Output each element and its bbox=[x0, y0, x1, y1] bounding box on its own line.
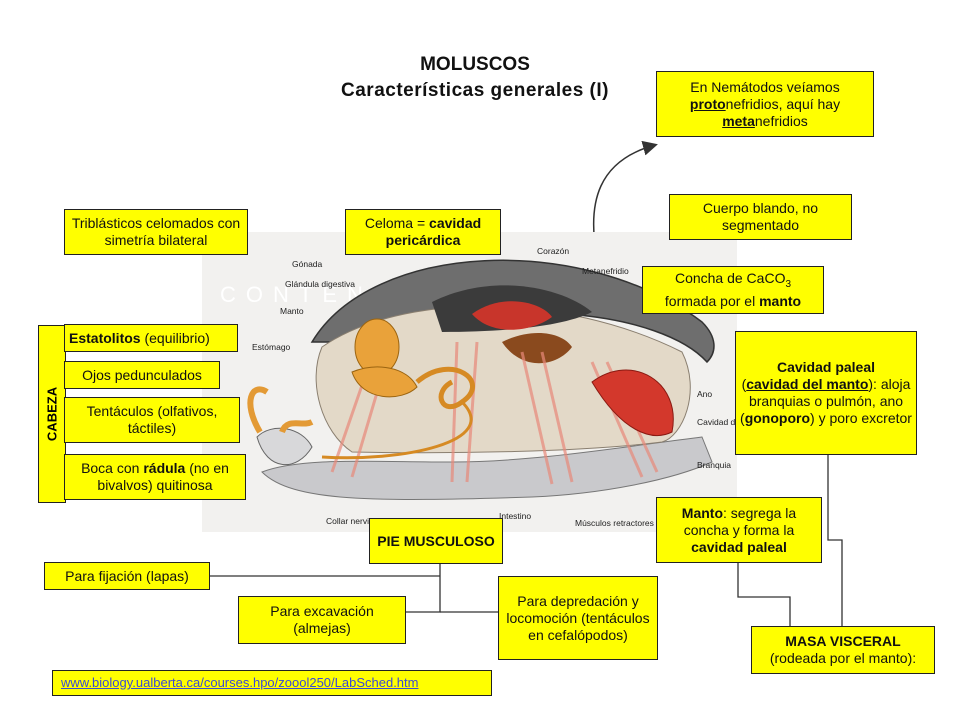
kidney-shape bbox=[502, 332, 572, 364]
branch-manto bbox=[737, 563, 791, 626]
source-link[interactable]: www.biology.ualberta.ca/courses.hpo/zooo… bbox=[52, 670, 492, 696]
box-estatolitos: Estatolitos (equilibrio) bbox=[64, 324, 238, 352]
box-depredacion: Para depredación y locomoción (tentáculo… bbox=[498, 576, 658, 660]
diagram-title: MOLUSCOS Características generales (I) bbox=[240, 52, 710, 104]
box-fijacion: Para fijación (lapas) bbox=[44, 562, 210, 590]
box-tentaculos: Tentáculos (olfativos, táctiles) bbox=[64, 397, 240, 443]
box-nematodos: En Nemátodos veíamos protonefridios, aqu… bbox=[656, 71, 874, 137]
gill-shape bbox=[591, 369, 674, 436]
heart-shape bbox=[472, 301, 552, 330]
box-cavidad-paleal: Cavidad paleal (cavidad del manto): aloj… bbox=[735, 331, 917, 455]
label-ano: Ano bbox=[697, 389, 712, 399]
box-ojos: Ojos pedunculados bbox=[64, 361, 220, 389]
box-cuerpo: Cuerpo blando, no segmentado bbox=[669, 194, 852, 240]
head-shape bbox=[256, 427, 313, 465]
tentacle-1 bbox=[247, 386, 269, 434]
cabeza-label: CABEZA bbox=[38, 325, 66, 503]
label-corazon: Corazón bbox=[537, 246, 569, 256]
label-cavidad: Cavidad del manto bbox=[697, 417, 737, 427]
label-collar: Collar nervioso bbox=[326, 516, 383, 526]
stomach-shape bbox=[351, 366, 418, 398]
label-intestino: Intestino bbox=[499, 511, 531, 521]
box-triblasticos: Triblásticos celomados con simetría bila… bbox=[64, 209, 248, 255]
box-celoma: Celoma = cavidad pericárdica bbox=[345, 209, 501, 255]
box-manto: Manto: segrega la concha y forma la cavi… bbox=[656, 497, 822, 563]
foot-shape bbox=[261, 436, 713, 500]
tentacle-2 bbox=[279, 419, 314, 434]
label-manto: Manto bbox=[280, 306, 304, 316]
title-line-2: Características generales (I) bbox=[341, 80, 609, 101]
label-metanefridio: Metanefridio bbox=[582, 266, 629, 276]
box-pie: PIE MUSCULOSO bbox=[369, 518, 503, 564]
label-musculos: Músculos retractores bbox=[575, 518, 654, 528]
branch-excavacion bbox=[406, 562, 441, 613]
branch-cavidad bbox=[827, 455, 843, 626]
box-boca: Boca con rádula (no en bivalvos) quitino… bbox=[64, 454, 246, 500]
label-estomago: Estómago bbox=[252, 342, 291, 352]
intestine-tract bbox=[321, 400, 473, 460]
label-glandula: Glándula digestiva bbox=[285, 279, 355, 289]
intestine-loop bbox=[415, 366, 476, 410]
title-line-1: MOLUSCOS bbox=[420, 54, 530, 75]
box-concha: Concha de CaCO3 formada por el manto bbox=[642, 266, 824, 314]
box-masa-visceral: MASA VISCERAL (rodeada por el manto): bbox=[751, 626, 935, 674]
label-branquia: Branquia bbox=[697, 460, 731, 470]
mollusc-illustration: CONTENI Gónada Corazón Glándula digestiv… bbox=[202, 232, 737, 532]
box-excavacion: Para excavación (almejas) bbox=[238, 596, 406, 644]
label-gonada: Gónada bbox=[292, 259, 323, 269]
